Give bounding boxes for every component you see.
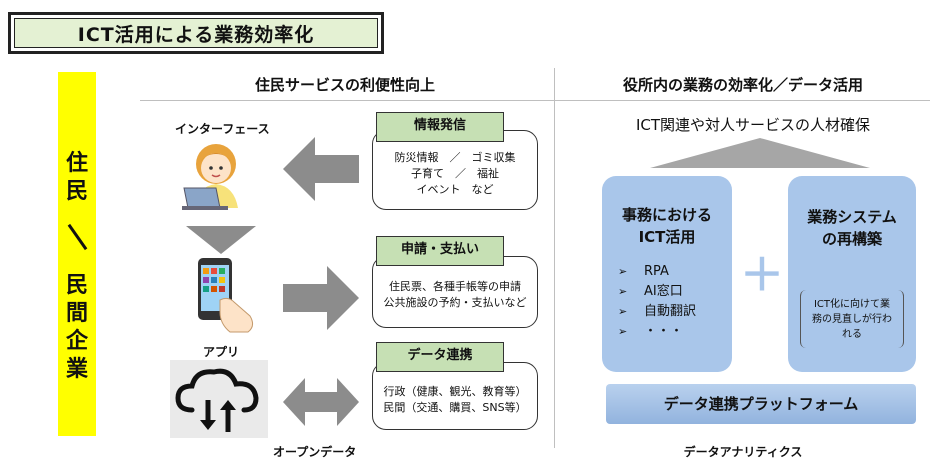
arrow-left-icon [283, 137, 359, 201]
info-box-data-linkage: 行政（健康、観光、教育等） 民間（交通、購買、SNS等） [372, 362, 538, 430]
cloud-transfer-icon [170, 360, 268, 438]
triangle-down-icon [186, 226, 256, 254]
info-box-dissemination: 防災情報 ／ ゴミ収集 子育て ／ 福祉 イベント など [372, 130, 538, 210]
info-line: 住民票、各種手帳等の申請 [389, 280, 521, 293]
smartphone-icon [198, 258, 254, 333]
ict-bullet-list: ➢RPA ➢AI窓口 ➢自動翻訳 ➢・・・ [618, 262, 732, 342]
plus-icon: ＋ [740, 250, 784, 301]
talent-text: ICT関連や対人サービスの人材確保 [635, 116, 871, 134]
band-char: 業 [65, 357, 88, 382]
system-rebuild-panel: 業務システム の再構築 ICT化に向けて業 務の見直しが行わ れる [788, 176, 916, 372]
residents-band: 住 民 民 間 企 業 [58, 72, 96, 436]
section-divider [554, 68, 555, 448]
data-platform-bar: データ連携プラットフォーム [606, 384, 916, 424]
note-line: ICT化に向けて業 [813, 298, 891, 310]
bullet-item: ➢・・・ [618, 322, 732, 342]
arrow-bullet-icon: ➢ [618, 285, 628, 298]
info-line: 防災情報 ／ ゴミ収集 [394, 151, 516, 164]
app-label: アプリ [203, 345, 240, 359]
bullet-item: ➢AI窓口 [618, 282, 732, 302]
tag-application: 申請・支払い [376, 236, 504, 266]
open-data-label: オープンデータ [273, 445, 357, 459]
info-line: 行政（健康、観光、教育等） [383, 385, 527, 398]
arrow-bullet-icon: ➢ [618, 265, 628, 278]
info-line: 民間（交通、購買、SNS等） [383, 401, 527, 414]
double-arrow-icon [283, 378, 359, 426]
note-line: 務の見直しが行わ [812, 313, 892, 325]
bullet-item: ➢RPA [618, 262, 732, 282]
note-line: れる [842, 328, 862, 340]
info-line: 子育て ／ 福祉 [411, 167, 499, 180]
arrow-bullet-icon: ➢ [618, 325, 628, 338]
ict-office-panel: 事務における ICT活用 ➢RPA ➢AI窓口 ➢自動翻訳 ➢・・・ [602, 176, 732, 372]
panel-title-line: ICT活用 [638, 228, 696, 246]
band-char: 民 [65, 179, 88, 204]
page-title: ICT活用による業務効率化 [14, 18, 378, 48]
title-box: ICT活用による業務効率化 [8, 12, 384, 54]
band-char: 住 [65, 151, 88, 176]
tag-data-linkage: データ連携 [376, 342, 504, 372]
person-laptop-icon [182, 144, 238, 210]
info-line: 公共施設の予約・支払いなど [383, 296, 527, 309]
band-slash [67, 223, 87, 251]
panel-title-line: 事務における [621, 206, 712, 224]
analytics-label: データアナリティクス [683, 445, 803, 459]
arrow-bullet-icon: ➢ [618, 305, 628, 318]
panel-title-line: 業務システム [807, 208, 897, 226]
bullet-item: ➢自動翻訳 [618, 302, 732, 322]
left-section-heading: 住民サービスの利便性向上 [254, 76, 435, 94]
panel-title-line: の再構築 [821, 230, 882, 248]
info-box-application: 住民票、各種手帳等の申請 公共施設の予約・支払いなど [372, 256, 538, 328]
interface-label: インターフェース [175, 122, 270, 136]
arrow-right-icon [283, 266, 359, 330]
tag-dissemination: 情報発信 [376, 112, 504, 142]
band-char: 民 [65, 273, 88, 298]
triangle-up-icon [650, 138, 870, 168]
info-line: イベント など [416, 183, 494, 196]
right-section-heading: 役所内の業務の効率化／データ活用 [622, 76, 863, 94]
header-divider [140, 100, 930, 101]
band-char: 間 [65, 301, 88, 326]
band-char: 企 [65, 329, 88, 354]
rebuild-note: ICT化に向けて業 務の見直しが行わ れる [800, 290, 904, 348]
